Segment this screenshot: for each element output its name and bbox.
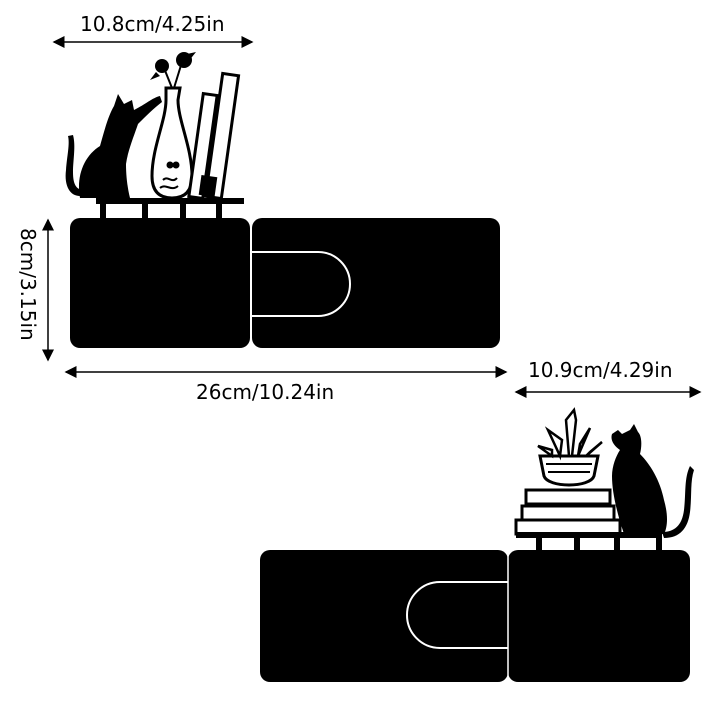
- base-plate-right-bottom: [508, 550, 690, 682]
- plant-pot-icon: [537, 407, 603, 487]
- base-plate-right: [252, 218, 500, 348]
- interlock-slot-bottom: [406, 581, 508, 649]
- shelf-ledge-right: [516, 532, 662, 538]
- cat-silhouette-left: [65, 94, 162, 198]
- bookend-set-bottom: [260, 407, 694, 682]
- top-width-label: 10.8cm/4.25in: [80, 12, 225, 36]
- base-plate-left: [70, 218, 250, 348]
- total-width-label: 26cm/10.24in: [196, 380, 335, 404]
- cat-silhouette-right: [611, 424, 694, 538]
- interlock-slot: [252, 251, 351, 317]
- shelf-ledge: [96, 198, 244, 204]
- flower-icon: [150, 52, 196, 80]
- base-plate-left-bottom: [260, 550, 508, 682]
- vase-with-flowers: [150, 61, 194, 200]
- bookend-set-top: [65, 52, 500, 348]
- height-label: 8cm/3.15in: [16, 228, 40, 341]
- books-stacked: [514, 488, 622, 536]
- books-standing: [187, 71, 241, 201]
- right-width-label: 10.9cm/4.29in: [528, 358, 673, 382]
